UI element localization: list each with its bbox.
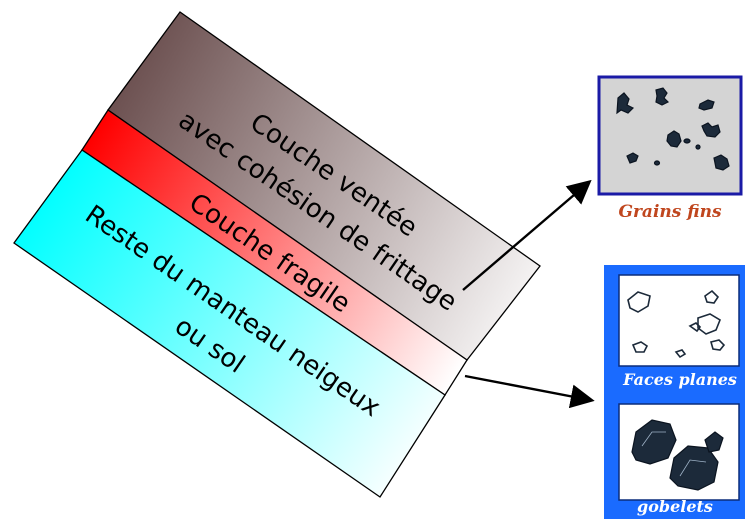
arrow-to-fine-grains	[462, 179, 592, 291]
fine-grains-crystals	[616, 87, 730, 171]
cup-crystals-caption: gobelets	[637, 497, 713, 516]
faceted-crystals	[627, 289, 726, 359]
layer-base	[13, 149, 446, 498]
fine-grains-caption: Grains fins	[618, 202, 722, 222]
cup-crystals	[631, 419, 724, 491]
cup-crystals-highlights	[641, 431, 707, 477]
arrow-to-faceted	[464, 374, 595, 409]
faceted-caption: Faces planes	[622, 370, 737, 389]
